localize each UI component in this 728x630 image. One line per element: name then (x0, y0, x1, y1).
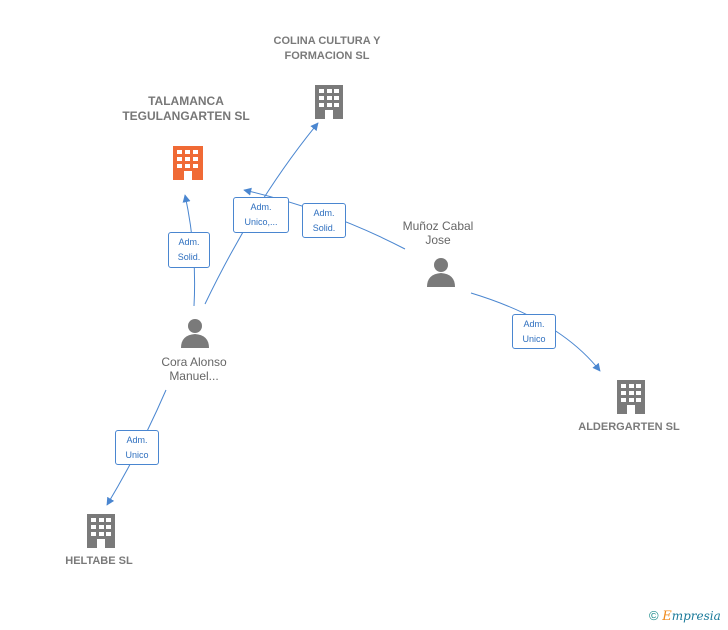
building-icon[interactable] (87, 514, 115, 548)
edge-label-line: Solid. (177, 252, 201, 262)
empresia-watermark[interactable]: © Empresia (649, 608, 721, 624)
building-icon[interactable] (617, 380, 645, 414)
edge-label-line: Solid. (312, 223, 336, 233)
edge-label-cora-colina[interactable]: Adm. Unico,... (233, 197, 289, 233)
edge-label-munoz-aldergarten[interactable]: Adm. Unico (512, 314, 556, 349)
edge-label-line: Unico (522, 334, 546, 344)
edge-label-line: Adm. (126, 435, 148, 445)
brand-logo-text: mpresia (671, 609, 721, 623)
edge-label-line: Adm. (523, 319, 545, 329)
copyright-symbol: © (649, 608, 659, 623)
company-label-colina[interactable]: COLINA CULTURA Y FORMACION SL (273, 35, 381, 62)
person-icon[interactable] (181, 319, 209, 348)
building-icon[interactable] (173, 146, 203, 180)
edge-label-line: Adm. (178, 237, 200, 247)
edge-label-cora-heltabe[interactable]: Adm. Unico (115, 430, 159, 465)
person-icon[interactable] (427, 258, 455, 287)
person-label-munoz[interactable]: Muñoz Cabal Jose (402, 219, 474, 247)
edge-label-line: Unico (125, 450, 149, 460)
building-icon[interactable] (315, 85, 343, 119)
brand-logo-letter: E (662, 609, 672, 624)
edge-label-line: Adm. (250, 202, 272, 212)
person-label-cora[interactable]: Cora Alonso Manuel... (161, 355, 227, 383)
edge-label-munoz-talamanca[interactable]: Adm. Solid. (302, 203, 346, 238)
edge-label-line: Adm. (313, 208, 335, 218)
company-label-heltabe[interactable]: HELTABE SL (65, 555, 133, 567)
company-label-talamanca[interactable]: TALAMANCA TEGULANGARTEN SL (122, 94, 250, 123)
company-label-aldergarten[interactable]: ALDERGARTEN SL (578, 421, 680, 433)
edge-label-cora-talamanca[interactable]: Adm. Solid. (168, 232, 210, 268)
edge-label-line: Unico,... (244, 217, 278, 227)
